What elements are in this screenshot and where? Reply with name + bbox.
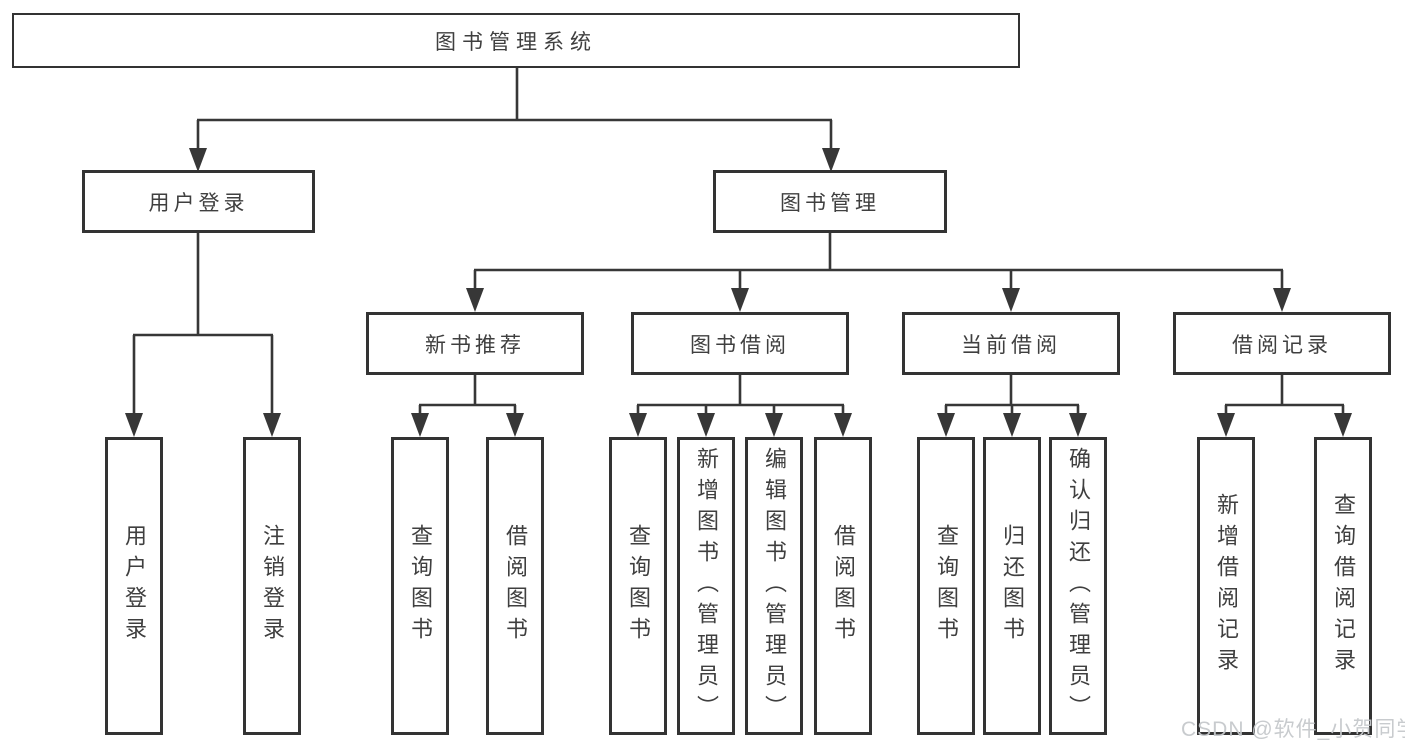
leaf-borrowing-query-books: 查询图书 xyxy=(609,437,667,735)
leaf-label: 查询图书 xyxy=(626,524,651,648)
leaf-label: 借阅图书 xyxy=(831,524,856,648)
leaf-current-return-books: 归还图书 xyxy=(983,437,1041,735)
node-book-borrowing: 图书借阅 xyxy=(631,312,849,375)
leaf-newbooks-borrow-books: 借阅图书 xyxy=(486,437,544,735)
leaf-label: 归还图书 xyxy=(1000,524,1025,648)
node-borrow-records: 借阅记录 xyxy=(1173,312,1391,375)
leaf-label: 查询借阅记录 xyxy=(1331,493,1356,679)
leaf-records-query-borrow-record: 查询借阅记录 xyxy=(1314,437,1372,735)
leaf-borrowing-add-books-admin: 新增图书（管理员） xyxy=(677,437,735,735)
csdn-watermark: CSDN @软件_小贺同学 xyxy=(1181,718,1405,741)
leaf-user-login: 用户登录 xyxy=(105,437,163,735)
leaf-label: 新增图书（管理员） xyxy=(694,446,719,726)
leaf-label: 注销登录 xyxy=(260,524,285,648)
node-library-management-system: 图书管理系统 xyxy=(12,13,1020,68)
node-current-borrowing: 当前借阅 xyxy=(902,312,1120,375)
node-new-book-recommend: 新书推荐 xyxy=(366,312,584,375)
leaf-current-confirm-return-admin: 确认归还（管理员） xyxy=(1049,437,1107,735)
leaf-label: 新增借阅记录 xyxy=(1214,493,1239,679)
node-book-management: 图书管理 xyxy=(713,170,947,233)
leaf-logout: 注销登录 xyxy=(243,437,301,735)
leaf-label: 用户登录 xyxy=(122,524,147,648)
leaf-label: 确认归还（管理员） xyxy=(1066,446,1091,726)
leaf-records-add-borrow-record: 新增借阅记录 xyxy=(1197,437,1255,735)
leaf-borrowing-borrow-books: 借阅图书 xyxy=(814,437,872,735)
leaf-label: 查询图书 xyxy=(934,524,959,648)
leaf-current-query-books: 查询图书 xyxy=(917,437,975,735)
leaf-borrowing-edit-books-admin: 编辑图书（管理员） xyxy=(745,437,803,735)
leaf-label: 编辑图书（管理员） xyxy=(762,446,787,726)
node-user-login: 用户登录 xyxy=(82,170,315,233)
leaf-label: 借阅图书 xyxy=(503,524,528,648)
leaf-newbooks-query-books: 查询图书 xyxy=(391,437,449,735)
leaf-label: 查询图书 xyxy=(408,524,433,648)
